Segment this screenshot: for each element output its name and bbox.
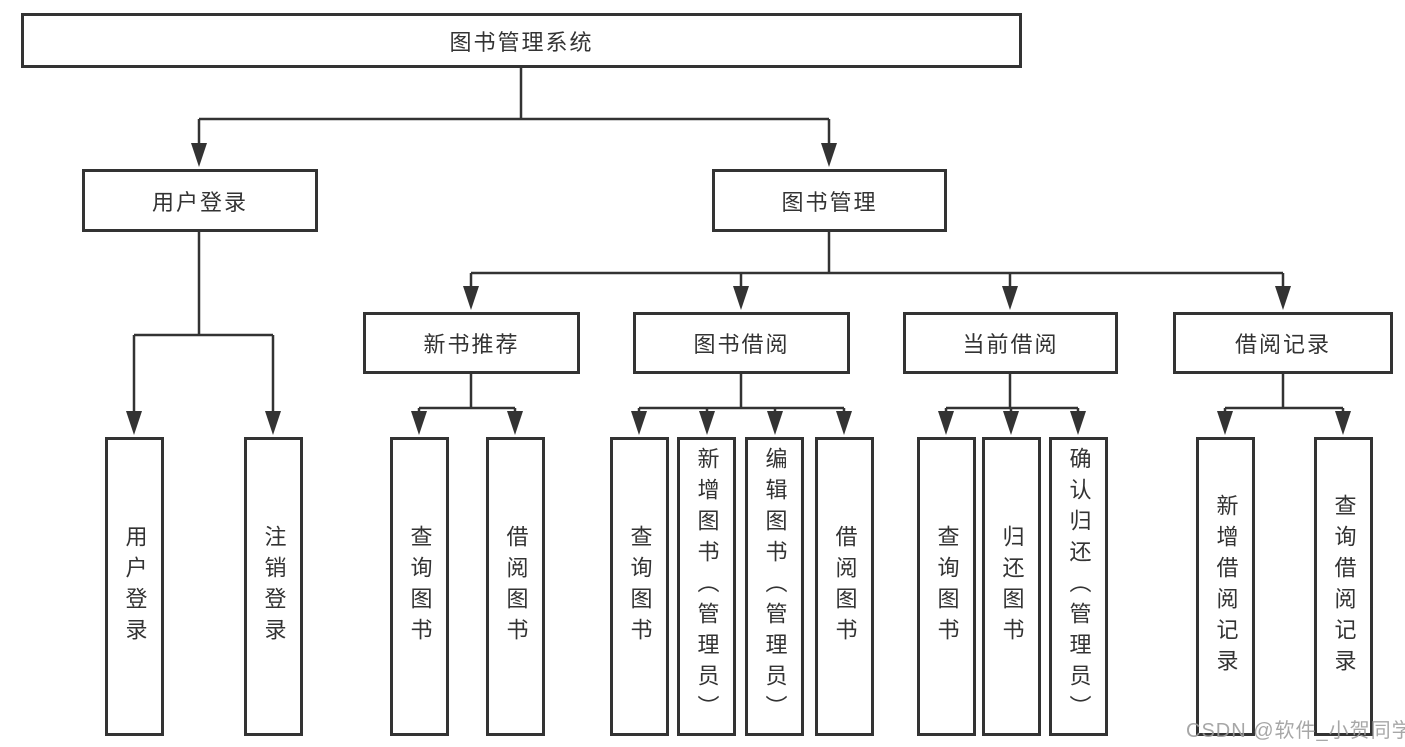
- node-borrowing-records: 借阅记录: [1173, 312, 1393, 374]
- leaf-borrow-books-label: 借阅图书: [832, 524, 858, 649]
- node-book-management: 图书管理: [712, 169, 947, 232]
- leaf-user-login-label: 用户登录: [122, 524, 148, 649]
- leaf-add-borrow-record: 新增借阅记录: [1196, 437, 1255, 736]
- leaf-return-books: 归还图书: [982, 437, 1041, 736]
- leaf-logout-label: 注销登录: [261, 524, 287, 649]
- leaf-query-books-current: 查询图书: [917, 437, 976, 736]
- csdn-watermark: CSDN @软件_小贺同学: [1186, 720, 1405, 742]
- node-current-borrowing: 当前借阅: [903, 312, 1118, 374]
- node-user-login: 用户登录: [82, 169, 318, 232]
- leaf-return-books-label: 归还图书: [999, 524, 1025, 649]
- node-root-system: 图书管理系统: [21, 13, 1022, 68]
- leaf-add-borrow-record-label: 新增借阅记录: [1213, 493, 1239, 680]
- leaf-query-books-borrowing-label: 查询图书: [627, 524, 653, 649]
- leaf-borrow-books: 借阅图书: [815, 437, 874, 736]
- leaf-confirm-return-admin: 确认归还（管理员）: [1049, 437, 1108, 736]
- leaf-query-books-recommend: 查询图书: [390, 437, 449, 736]
- node-new-book-recommend: 新书推荐: [363, 312, 580, 374]
- leaf-query-books-current-label: 查询图书: [934, 524, 960, 649]
- leaf-edit-book-admin-label: 编辑图书（管理员）: [762, 447, 788, 726]
- leaf-query-books-recommend-label: 查询图书: [407, 524, 433, 649]
- leaf-borrow-books-recommend: 借阅图书: [486, 437, 545, 736]
- leaf-borrow-books-recommend-label: 借阅图书: [503, 524, 529, 649]
- leaf-edit-book-admin: 编辑图书（管理员）: [745, 437, 804, 736]
- leaf-query-borrow-record-label: 查询借阅记录: [1331, 493, 1357, 680]
- leaf-query-borrow-record: 查询借阅记录: [1314, 437, 1373, 736]
- leaf-logout: 注销登录: [244, 437, 303, 736]
- leaf-confirm-return-admin-label: 确认归还（管理员）: [1066, 447, 1092, 726]
- leaf-query-books-borrowing: 查询图书: [610, 437, 669, 736]
- leaf-add-book-admin-label: 新增图书（管理员）: [694, 447, 720, 726]
- leaf-add-book-admin: 新增图书（管理员）: [677, 437, 736, 736]
- leaf-user-login: 用户登录: [105, 437, 164, 736]
- node-book-borrowing: 图书借阅: [633, 312, 850, 374]
